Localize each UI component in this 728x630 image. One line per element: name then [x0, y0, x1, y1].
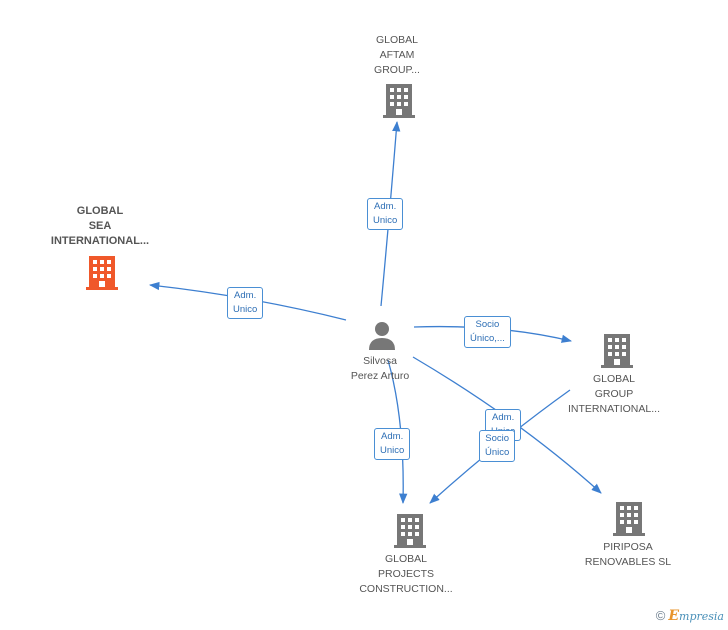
edge-label-adm-unico[interactable]: Adm. Unico — [374, 428, 411, 460]
node-label-line: SEA — [88, 220, 112, 232]
node-global-group-international[interactable]: GLOBAL GROUP INTERNATIONAL... — [558, 372, 670, 417]
edge-label-line: Adm. — [234, 290, 257, 301]
edge-label-line: Socio — [485, 433, 510, 444]
node-global-sea-international[interactable]: GLOBAL SEA INTERNATIONAL... — [40, 204, 160, 249]
node-label-line: GLOBAL — [384, 553, 428, 565]
edge-label-line: Adm. — [381, 431, 404, 442]
edge-label-adm-unico[interactable]: Adm. Unico — [367, 198, 404, 230]
node-label-line: Perez Arturo — [350, 370, 410, 382]
edge-label-socio-unico[interactable]: Socio Único,... — [464, 316, 511, 348]
building-icon — [383, 84, 415, 118]
node-label-line: PIRIPOSA — [603, 541, 653, 553]
building-icon — [601, 334, 633, 368]
node-label-line: GLOBAL — [375, 34, 419, 46]
brand-logo: Empresia — [668, 608, 724, 624]
building-icon — [86, 256, 118, 290]
node-piriposa-renovables[interactable]: PIRIPOSA RENOVABLES SL — [572, 540, 684, 570]
edge-label-line: Adm. — [492, 412, 515, 423]
node-global-aftam-group[interactable]: GLOBAL AFTAM GROUP... — [352, 33, 442, 78]
edge-label-line: Adm. — [374, 201, 397, 212]
edge-label-line: Único — [485, 447, 510, 458]
node-label-line: INTERNATIONAL... — [568, 403, 660, 415]
copyright-symbol: © — [655, 608, 666, 623]
edge-label-line: Socio — [475, 319, 500, 330]
node-label-line: RENOVABLES SL — [584, 556, 672, 568]
empresia-watermark: ©Empresia — [656, 608, 724, 624]
node-label-line: AFTAM — [379, 49, 415, 61]
node-global-projects-construction[interactable]: GLOBAL PROJECTS CONSTRUCTION... — [350, 552, 462, 597]
node-label-line: GLOBAL — [592, 373, 636, 385]
edge-label-line: Unico — [380, 445, 405, 456]
node-label-line: PROJECTS — [377, 568, 434, 580]
edge-label-line: Único,... — [470, 333, 505, 344]
edge-label-line: Unico — [233, 304, 258, 315]
brand-initial: E — [668, 608, 680, 624]
edge-label-socio-unico[interactable]: Socio Único — [479, 430, 516, 462]
node-label-line: CONSTRUCTION... — [359, 583, 453, 595]
node-label-line: INTERNATIONAL... — [50, 235, 150, 247]
node-silvosa-perez-arturo[interactable]: Silvosa Perez Arturo — [330, 354, 430, 384]
edge-label-line: Unico — [373, 215, 398, 226]
node-label-line: GROUP — [594, 388, 634, 400]
node-label-line: GROUP... — [374, 64, 420, 76]
edge-to-projects — [387, 359, 408, 505]
node-label-line: Silvosa — [363, 355, 397, 367]
building-icon — [613, 502, 645, 536]
brand-name: mpresia — [679, 610, 724, 623]
building-icon — [394, 514, 426, 548]
edge-label-adm-unico[interactable]: Adm. Unico — [227, 287, 264, 319]
person-icon — [369, 322, 395, 350]
node-label-line: GLOBAL — [76, 205, 124, 217]
